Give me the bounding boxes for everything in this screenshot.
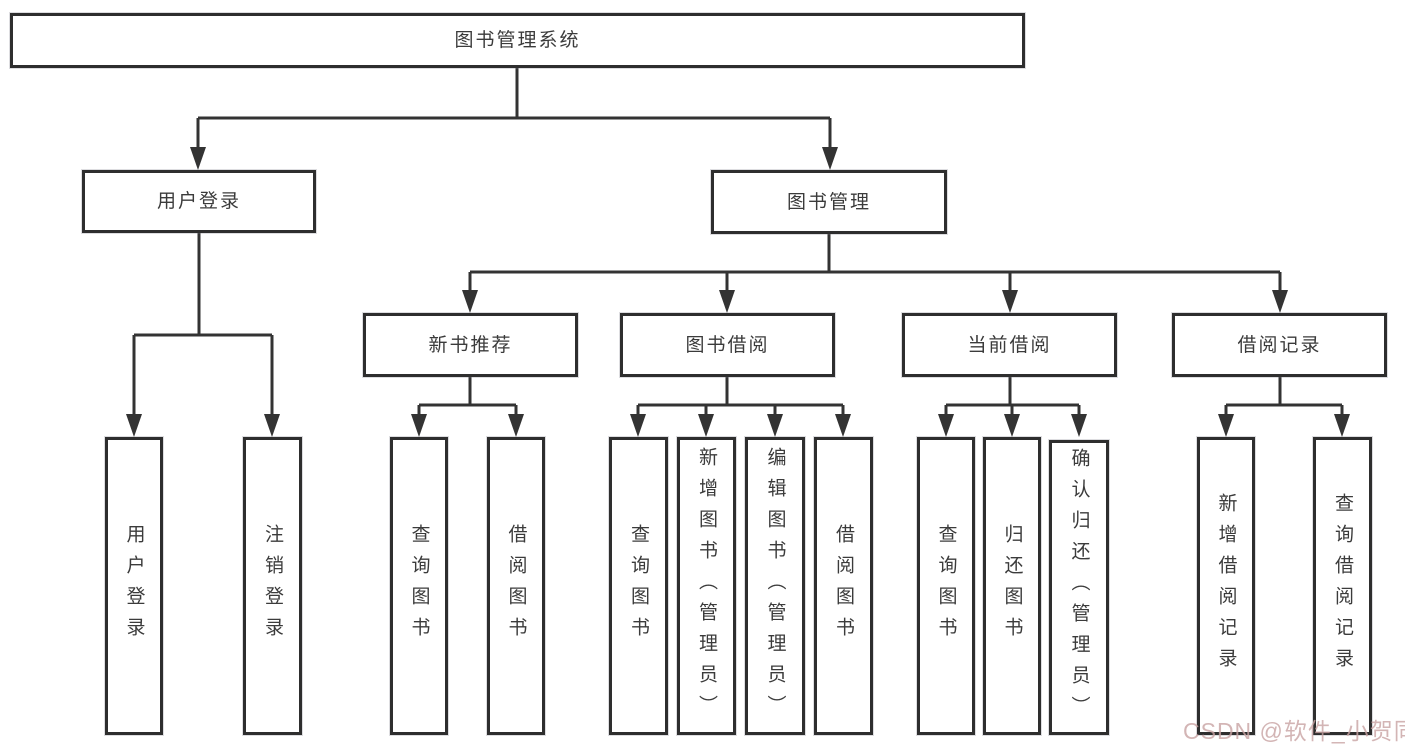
leaf-query-books-1-label: 查询图书 [408, 524, 430, 648]
leaf-add-borrow-record-label: 新增借阅记录 [1215, 493, 1237, 679]
node-borrow-records: 借阅记录 [1172, 313, 1387, 377]
node-book-borrow: 图书借阅 [620, 313, 835, 377]
node-borrow-records-label: 借阅记录 [1237, 334, 1322, 356]
node-current-borrow: 当前借阅 [902, 313, 1117, 377]
leaf-query-books-3-label: 查询图书 [935, 524, 957, 648]
leaf-edit-book-admin: 编辑图书（管理员） [745, 437, 805, 735]
leaf-query-books-2-label: 查询图书 [628, 524, 649, 648]
leaf-confirm-return-admin: 确认归还（管理员） [1049, 440, 1109, 735]
leaf-add-book-admin: 新增图书（管理员） [677, 437, 736, 735]
node-library-system-label: 图书管理系统 [454, 30, 581, 51]
leaf-add-borrow-record: 新增借阅记录 [1197, 437, 1255, 735]
leaf-borrow-books-1: 借阅图书 [487, 437, 545, 735]
node-user-login: 用户登录 [82, 170, 316, 233]
leaf-query-books-2: 查询图书 [609, 437, 668, 735]
leaf-add-book-admin-label: 新增图书（管理员） [696, 446, 717, 726]
leaf-borrow-books-2-label: 借阅图书 [833, 524, 854, 648]
leaf-query-books-1: 查询图书 [390, 437, 448, 735]
watermark: CSDN @软件_小贺同学 [1183, 718, 1405, 744]
node-book-management: 图书管理 [711, 170, 947, 234]
node-current-borrow-label: 当前借阅 [967, 334, 1052, 356]
node-user-login-label: 用户登录 [156, 191, 241, 212]
node-new-book-recommend-label: 新书推荐 [428, 334, 513, 356]
node-library-system: 图书管理系统 [10, 13, 1025, 68]
leaf-user-login-label: 用户登录 [123, 524, 145, 648]
leaf-return-book: 归还图书 [983, 437, 1041, 735]
leaf-query-books-3: 查询图书 [917, 437, 975, 735]
leaf-borrow-books-2: 借阅图书 [814, 437, 873, 735]
leaf-borrow-books-1-label: 借阅图书 [505, 524, 527, 648]
leaf-logout: 注销登录 [243, 437, 302, 735]
leaf-query-borrow-record: 查询借阅记录 [1313, 437, 1372, 735]
leaf-return-book-label: 归还图书 [1001, 524, 1023, 648]
leaf-confirm-return-admin-label: 确认归还（管理员） [1068, 448, 1090, 727]
node-book-management-label: 图书管理 [786, 191, 871, 213]
leaf-query-borrow-record-label: 查询借阅记录 [1332, 493, 1353, 679]
leaf-user-login: 用户登录 [105, 437, 163, 735]
leaf-logout-label: 注销登录 [262, 524, 283, 648]
node-book-borrow-label: 图书借阅 [685, 334, 770, 356]
leaf-edit-book-admin-label: 编辑图书（管理员） [764, 446, 786, 726]
node-new-book-recommend: 新书推荐 [363, 313, 578, 377]
